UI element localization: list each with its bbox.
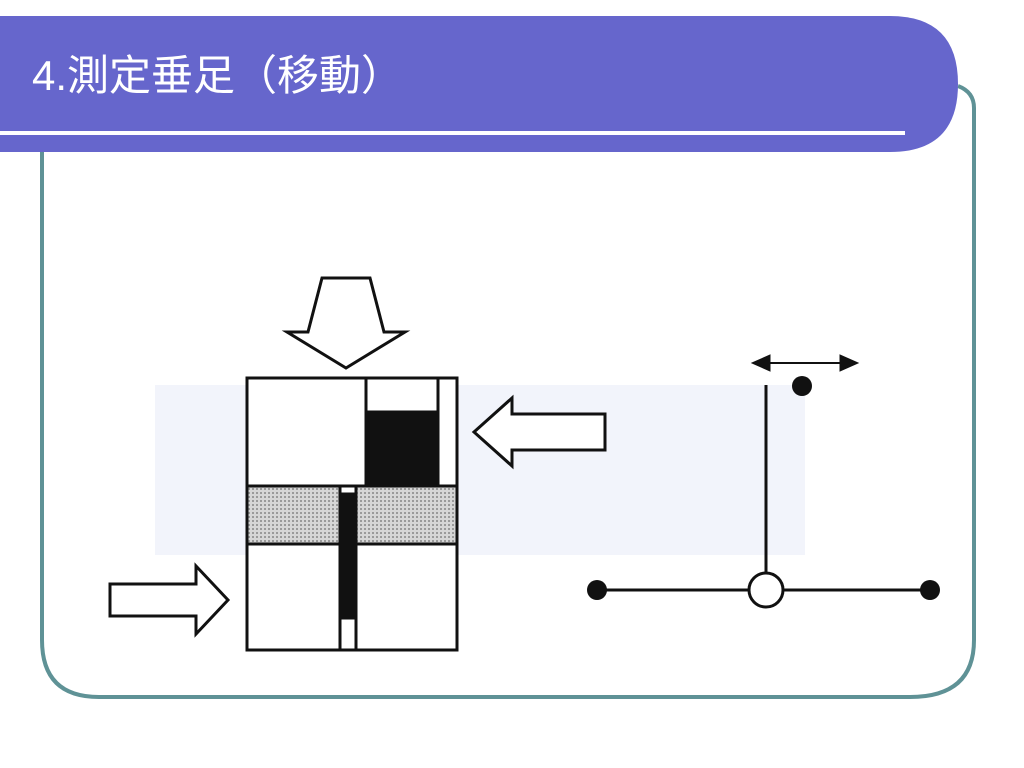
point-top xyxy=(792,376,812,396)
right-pointing-arrow xyxy=(108,562,231,638)
foot-point-hollow xyxy=(747,571,785,609)
down-arrow xyxy=(281,276,411,370)
title-underline xyxy=(0,131,905,135)
point-right xyxy=(920,580,940,600)
center-bar-fill xyxy=(338,492,358,620)
gate-diagram xyxy=(108,276,607,652)
move-arrow-right-head xyxy=(839,354,860,372)
title-bar xyxy=(0,16,958,152)
content-frame xyxy=(40,84,976,699)
point-left xyxy=(587,580,607,600)
move-arrow-left-head xyxy=(750,354,771,372)
slide-title: 4.測定垂足（移動） xyxy=(32,46,403,106)
left-pointing-arrow xyxy=(471,394,607,470)
title-number: 4. xyxy=(32,52,68,99)
title-label: 測定垂足（移動） xyxy=(67,51,404,100)
upper-slot-fill xyxy=(364,410,440,488)
perpendicular-diagram xyxy=(587,354,940,609)
